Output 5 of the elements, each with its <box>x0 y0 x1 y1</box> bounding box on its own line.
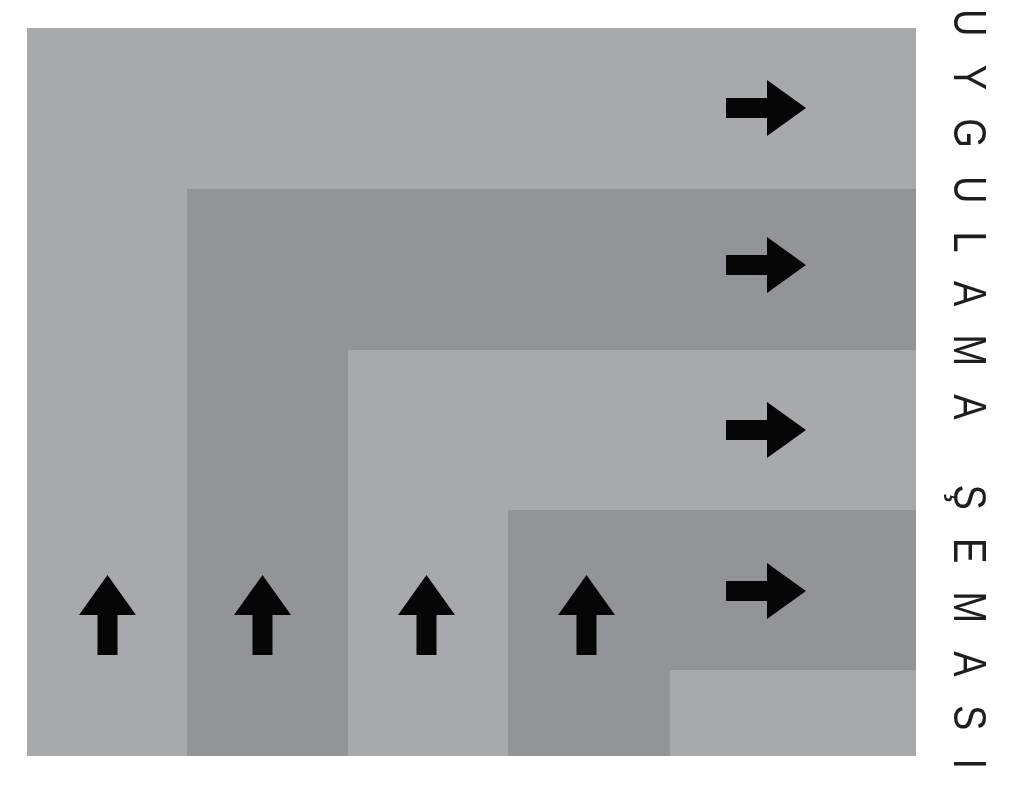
nested-panel <box>27 28 916 756</box>
nested-panel <box>348 350 916 756</box>
nested-panel <box>187 189 916 756</box>
nested-panel <box>508 510 916 756</box>
nested-panel <box>670 670 916 756</box>
